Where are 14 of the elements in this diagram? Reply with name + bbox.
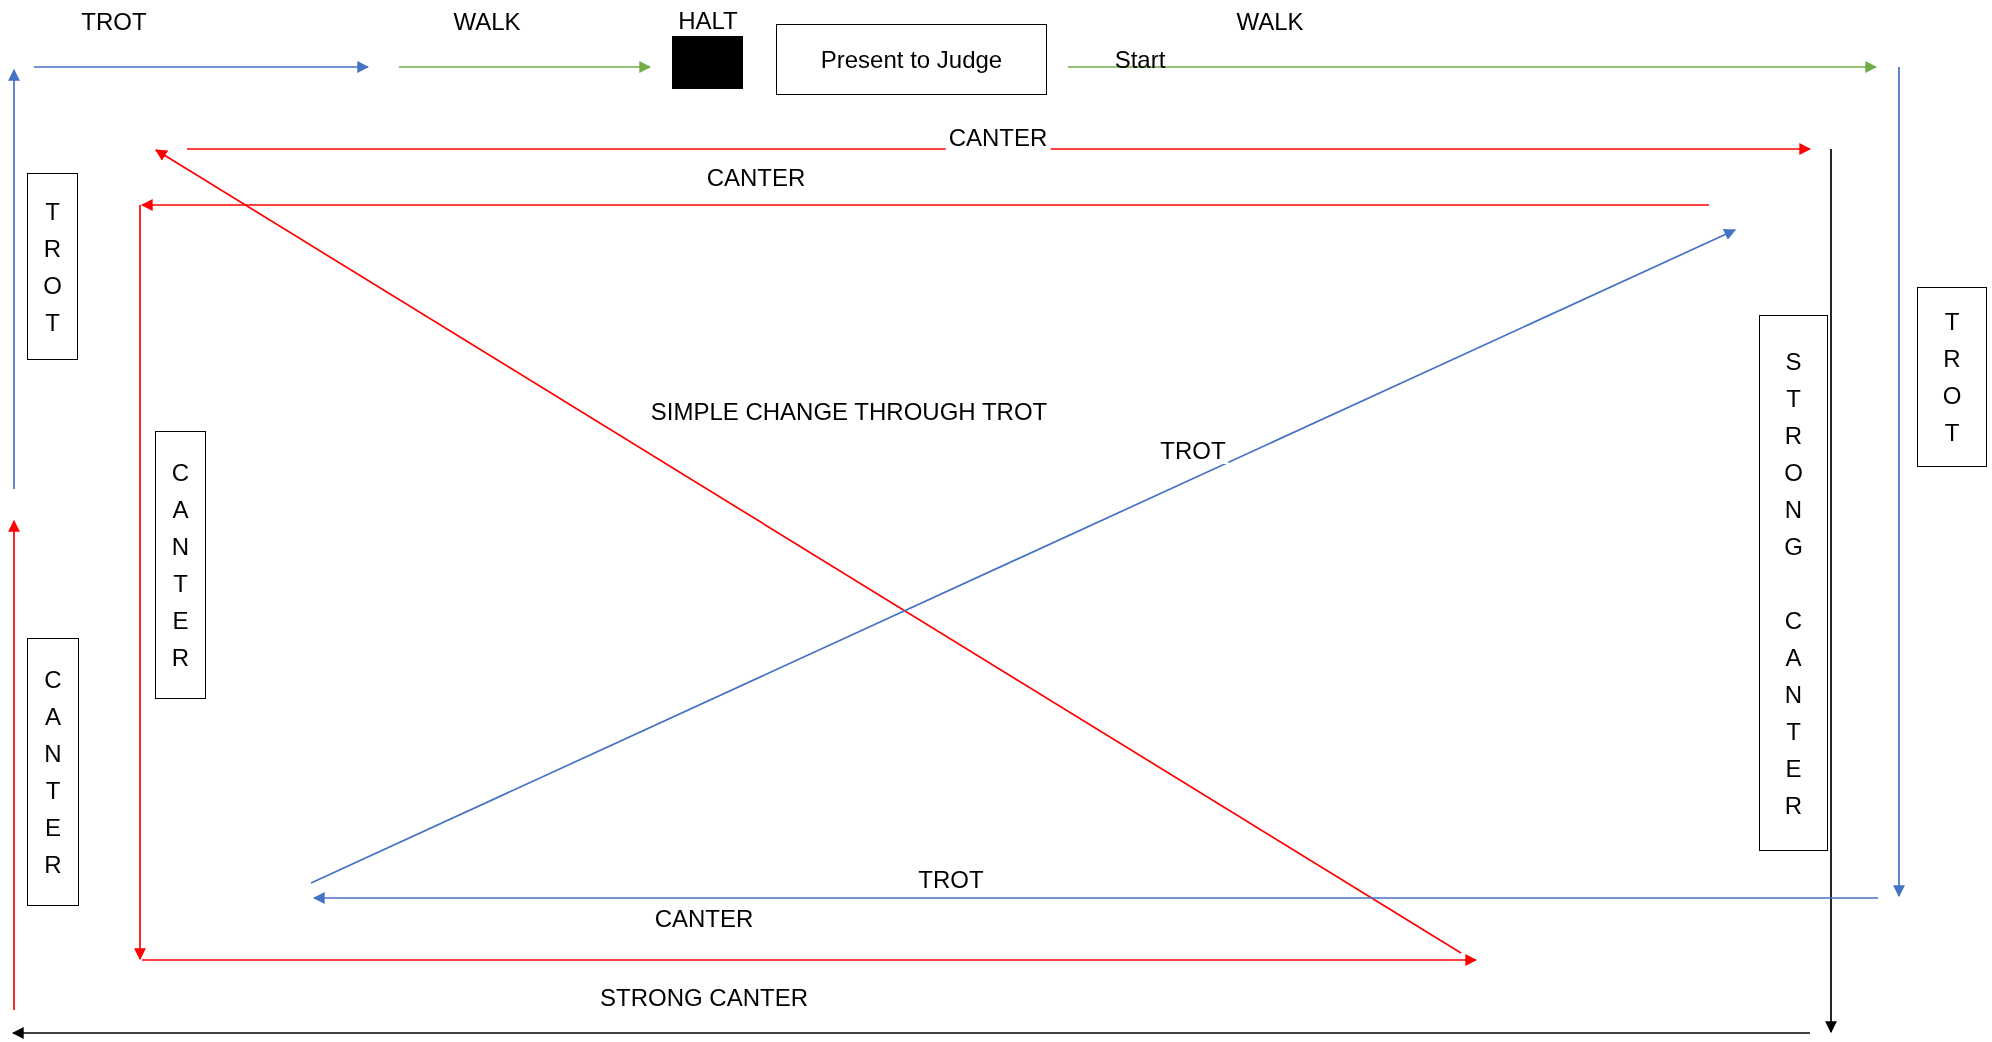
text-label: Start: [1113, 47, 1167, 73]
box-label: Present to Judge: [820, 45, 1003, 74]
box-label: CANTER: [43, 665, 63, 880]
gait-box: [155, 431, 206, 699]
text-box: [776, 24, 1047, 95]
box-label: TROT: [42, 196, 63, 338]
halt-square: [672, 36, 743, 89]
gait-box: [27, 173, 78, 360]
gait-box: [27, 638, 79, 906]
box-label: TROT: [1941, 307, 1963, 448]
gait-box: [1917, 287, 1987, 467]
box-label: STRONG CANTER: [1783, 346, 1804, 821]
gait-box: [1759, 315, 1828, 851]
box-label: CANTER: [170, 458, 191, 673]
